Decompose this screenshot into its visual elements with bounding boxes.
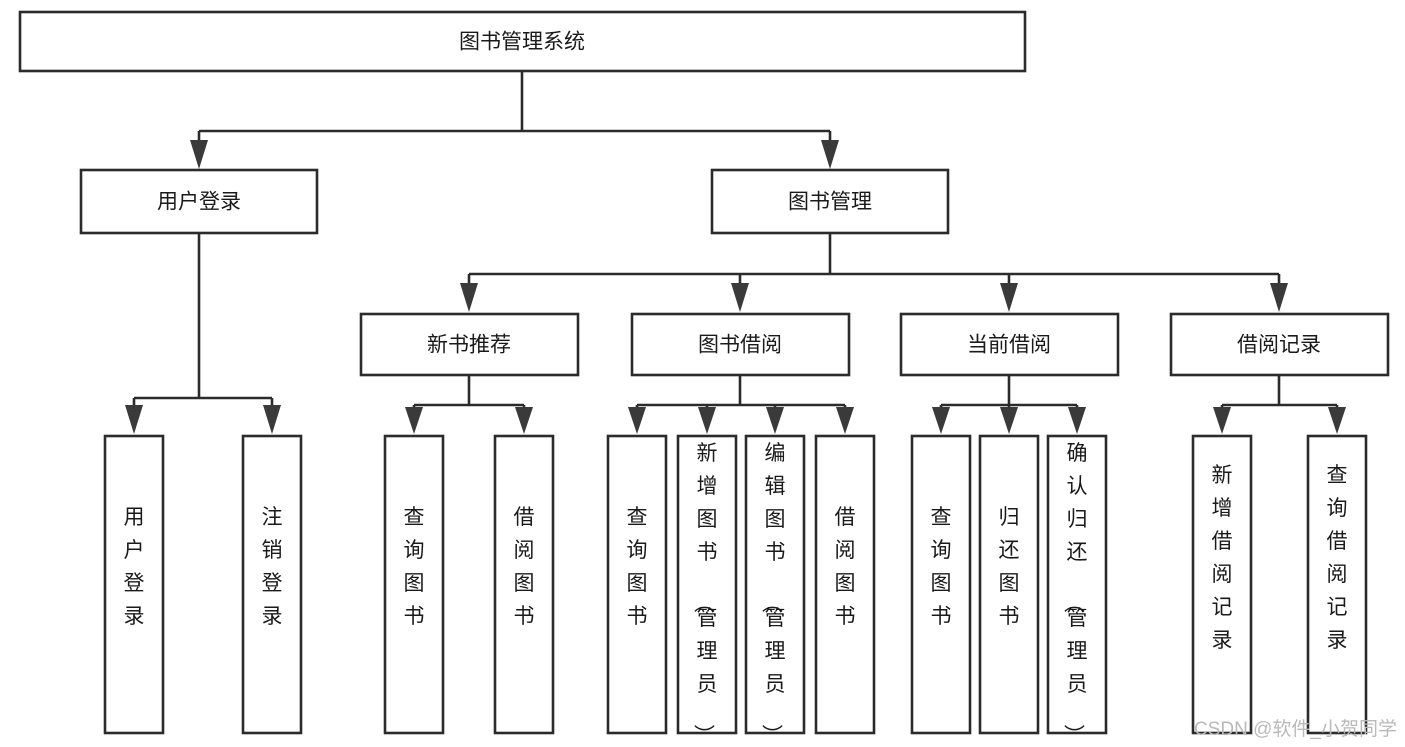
node-leaf-query-record[interactable]: 查询借阅记录	[1306, 434, 1368, 735]
arrow-head-icon	[836, 407, 854, 434]
node-leaf-query-record-label: 查询借阅记录	[1327, 464, 1348, 652]
node-leaf-query-book-2-box[interactable]	[606, 434, 668, 735]
node-leaf-confirm-return-box[interactable]	[1046, 434, 1108, 735]
node-borrow-record-label: 借阅记录	[1237, 334, 1321, 357]
arrow-head-icon	[1068, 407, 1086, 434]
node-leaf-borrow-book-1-box[interactable]	[493, 434, 555, 735]
arrow-head-icon	[190, 140, 208, 169]
node-leaf-return-book-label: 归还图书	[999, 506, 1020, 628]
node-leaf-edit-book-label: 编辑图书（管理员）	[760, 442, 786, 745]
connector-group	[125, 71, 1346, 434]
node-leaf-user-logout[interactable]: 注销登录	[241, 434, 303, 735]
arrow-head-icon	[405, 407, 423, 434]
node-user-login[interactable]: 用户登录	[79, 168, 319, 235]
node-book-manage-box[interactable]	[710, 168, 950, 235]
arrow-head-icon	[263, 405, 281, 434]
node-leaf-edit-book-box[interactable]	[744, 434, 806, 735]
node-leaf-user-login[interactable]: 用户登录	[103, 434, 165, 735]
node-leaf-add-book[interactable]: 新增图书（管理员）	[676, 434, 738, 745]
node-leaf-add-record-box[interactable]	[1191, 434, 1253, 735]
node-current-borrow-label: 当前借阅	[967, 334, 1051, 357]
node-leaf-query-record-box[interactable]	[1306, 434, 1368, 735]
node-user-login-box[interactable]	[79, 168, 319, 235]
node-leaf-add-book-box[interactable]	[676, 434, 738, 735]
node-book-borrow[interactable]: 图书借阅	[630, 312, 851, 377]
arrow-head-icon	[1000, 283, 1018, 312]
node-current-borrow-box[interactable]	[899, 312, 1120, 377]
node-leaf-query-book-1[interactable]: 查询图书	[383, 434, 445, 735]
node-leaf-return-book-box[interactable]	[978, 434, 1040, 735]
node-leaf-borrow-book-1[interactable]: 借阅图书	[493, 434, 555, 735]
node-book-manage[interactable]: 图书管理	[710, 168, 950, 235]
node-leaf-user-login-box[interactable]	[103, 434, 165, 735]
arrow-head-icon	[1000, 407, 1018, 434]
node-current-borrow[interactable]: 当前借阅	[899, 312, 1120, 377]
node-leaf-user-logout-box[interactable]	[241, 434, 303, 735]
arrow-head-icon	[766, 407, 784, 434]
node-leaf-add-record[interactable]: 新增借阅记录	[1191, 434, 1253, 735]
node-leaf-add-book-label: 新增图书（管理员）	[692, 442, 718, 745]
node-new-book-rec-label: 新书推荐	[427, 334, 511, 357]
node-root-box[interactable]	[18, 10, 1027, 73]
node-leaf-confirm-return[interactable]: 确认归还（管理员）	[1046, 434, 1108, 745]
node-leaf-query-book-2-label: 查询图书	[627, 506, 648, 628]
node-leaf-edit-book[interactable]: 编辑图书（管理员）	[744, 434, 806, 745]
node-leaf-query-book-3-box[interactable]	[910, 434, 972, 735]
node-leaf-query-book-1-box[interactable]	[383, 434, 445, 735]
arrow-head-icon	[1213, 407, 1231, 434]
node-leaf-query-book-2[interactable]: 查询图书	[606, 434, 668, 735]
node-new-book-rec-box[interactable]	[359, 312, 580, 377]
arrow-head-icon	[698, 407, 716, 434]
arrow-head-icon	[821, 140, 839, 169]
node-leaf-borrow-book-2[interactable]: 借阅图书	[814, 434, 876, 735]
node-borrow-record[interactable]: 借阅记录	[1169, 312, 1390, 377]
arrow-head-icon	[1328, 407, 1346, 434]
arrow-head-icon	[731, 283, 749, 312]
node-leaf-confirm-return-label: 确认归还（管理员）	[1062, 442, 1088, 745]
node-new-book-rec[interactable]: 新书推荐	[359, 312, 580, 377]
node-leaf-borrow-book-2-label: 借阅图书	[835, 506, 856, 628]
node-root-label: 图书管理系统	[459, 31, 585, 54]
arrow-head-icon	[125, 405, 143, 434]
arrow-head-icon	[515, 407, 533, 434]
node-leaf-user-logout-label: 注销登录	[262, 506, 283, 628]
arrow-head-icon	[1270, 283, 1288, 312]
arrow-head-icon	[460, 283, 478, 312]
node-leaf-query-book-3[interactable]: 查询图书	[910, 434, 972, 735]
node-leaf-borrow-book-2-box[interactable]	[814, 434, 876, 735]
node-book-borrow-label: 图书借阅	[698, 334, 782, 357]
node-book-manage-label: 图书管理	[788, 191, 872, 214]
node-root[interactable]: 图书管理系统	[18, 10, 1027, 73]
arrow-head-icon	[932, 407, 950, 434]
node-leaf-user-login-label: 用户登录	[124, 506, 145, 628]
node-book-borrow-box[interactable]	[630, 312, 851, 377]
node-borrow-record-box[interactable]	[1169, 312, 1390, 377]
node-user-login-label: 用户登录	[157, 191, 241, 214]
node-leaf-return-book[interactable]: 归还图书	[978, 434, 1040, 735]
node-leaf-borrow-book-1-label: 借阅图书	[514, 506, 535, 628]
arrow-head-icon	[628, 407, 646, 434]
node-leaf-add-record-label: 新增借阅记录	[1212, 464, 1233, 652]
csdn-watermark: CSDN @软件_小贺同学	[1194, 718, 1397, 740]
node-leaf-query-book-1-label: 查询图书	[404, 506, 425, 628]
node-leaf-query-book-3-label: 查询图书	[931, 506, 952, 628]
